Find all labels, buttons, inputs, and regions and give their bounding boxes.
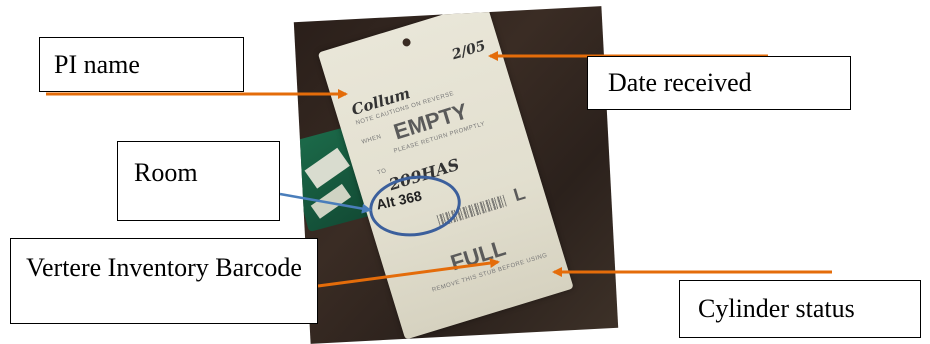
- room-label: Room: [117, 141, 280, 221]
- pi-name-label: PI name: [39, 37, 244, 92]
- barcode-arrow: [318, 262, 498, 286]
- cylinder-status-label: Cylinder status: [679, 280, 921, 338]
- room-text: Room: [134, 158, 198, 188]
- cylinder-status-text: Cylinder status: [698, 294, 855, 324]
- inventory-barcode-label: Vertere Inventory Barcode: [10, 238, 318, 324]
- pi-name-text: PI name: [54, 50, 140, 80]
- date-received-text: Date received: [608, 68, 752, 98]
- room-arrow: [280, 194, 370, 210]
- date-received-label: Date received: [587, 56, 851, 110]
- inventory-barcode-text: Vertere Inventory Barcode: [26, 251, 302, 285]
